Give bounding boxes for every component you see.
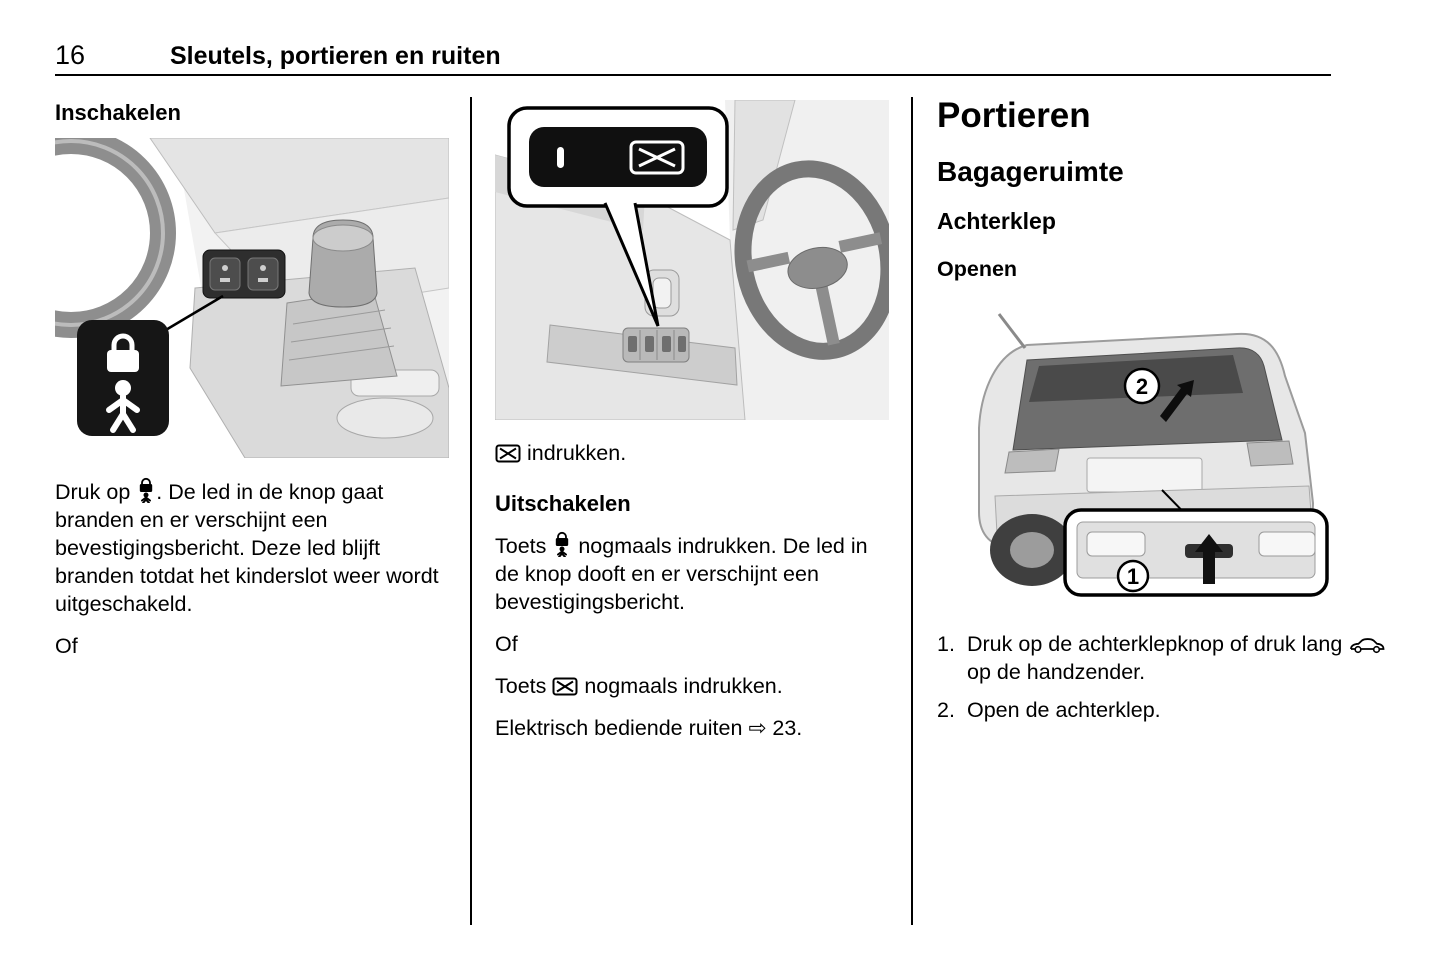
- license-lamp-right: [1258, 531, 1316, 557]
- paragraph-uitschakelen-1: Toets nogmaals indrukken. De led in de k…: [495, 531, 890, 616]
- para-text: Toets: [495, 674, 553, 698]
- tailgate-open-arrow-icon: [1160, 380, 1194, 422]
- paragraph-uitschakelen-2: Toets nogmaals indrukken.: [495, 672, 890, 700]
- label-1-text: 1: [1127, 564, 1139, 589]
- tailgate-button-inset: 1: [1063, 508, 1329, 597]
- step-text: Druk op de achterklepknop of druk lang o…: [967, 630, 1392, 686]
- step-2: 2. Open de achterklep.: [937, 696, 1392, 724]
- center-console-child-lock-illustration: [0, 128, 450, 463]
- license-plate-recess: [1086, 457, 1203, 493]
- column-inschakelen: Inschakelen: [0, 100, 450, 660]
- heading-achterklep: Achterklep: [937, 208, 1056, 234]
- para-text: Toets: [495, 534, 553, 558]
- tailgate-illustration-svg: 2 1: [978, 313, 1329, 597]
- header-rule: [55, 74, 1331, 76]
- step-list: 1. Druk op de achterklepknop of druk lan…: [937, 630, 1392, 724]
- step-text: Open de achterklep.: [967, 698, 1161, 722]
- antenna: [997, 313, 1027, 349]
- column-divider-1: [470, 97, 472, 925]
- steering-wheel-partial: [0, 128, 176, 338]
- callout-leader-line: [158, 294, 224, 336]
- steering-wheel: [734, 160, 898, 360]
- reference-page: 23.: [766, 716, 803, 740]
- tail-light-left: [1004, 448, 1060, 474]
- cupholder: [336, 397, 434, 439]
- para-text: nogmaals indrukken. De led in de knop do…: [495, 534, 868, 614]
- label-2-text: 2: [1136, 374, 1148, 399]
- car-remote-icon: [1348, 636, 1386, 654]
- reference-arrow-icon: ⇨: [748, 716, 767, 740]
- heading-portieren: Portieren: [937, 96, 1091, 135]
- heading-uitschakelen: Uitschakelen: [495, 491, 631, 516]
- license-lamp-left: [1086, 531, 1146, 557]
- door-illustration-svg: [494, 99, 898, 421]
- led-indicator-icon: [557, 147, 564, 168]
- child-lock-icon: [552, 531, 572, 558]
- window-disable-icon: [552, 677, 578, 696]
- cross-reference: Elektrisch bediende ruiten ⇨ 23.: [495, 714, 890, 742]
- para-text: . De led in de knop gaat branden en er v…: [55, 480, 439, 616]
- step-number: 2.: [937, 698, 955, 722]
- column-uitschakelen: indrukken. Uitschakelen Toets nogmaals i…: [494, 99, 898, 742]
- label-1-badge: [1116, 559, 1150, 593]
- para-text: indrukken.: [521, 441, 627, 465]
- press-instruction: indrukken.: [495, 439, 890, 467]
- door-window-switch-illustration: [494, 99, 898, 425]
- column-divider-2: [911, 97, 913, 925]
- page-title: Sleutels, portieren en ruiten: [170, 42, 501, 70]
- step-1: 1. Druk op de achterklepknop of druk lan…: [937, 630, 1392, 686]
- tail-light-right: [1246, 440, 1294, 467]
- label-2-badge: [1123, 367, 1161, 405]
- heading-inschakelen: Inschakelen: [55, 100, 181, 125]
- heading-openen: Openen: [937, 257, 1018, 281]
- child-lock-icon: [136, 477, 156, 504]
- press-up-arrow-icon: [1195, 534, 1223, 584]
- column-portieren: Portieren Bagageruimte Achterklep Openen: [937, 96, 1392, 724]
- paragraph-inschakelen: Druk op . De led in de knop gaat branden…: [55, 477, 449, 618]
- callout-pointer: [603, 202, 660, 327]
- para-text: Druk op: [55, 480, 137, 504]
- reference-text: Elektrisch bediende ruiten: [495, 716, 749, 740]
- window-disable-icon: [495, 444, 521, 463]
- window-disable-icon: [629, 140, 685, 175]
- heading-bagageruimte: Bagageruimte: [937, 156, 1124, 187]
- of-text: Of: [495, 632, 518, 656]
- para-text: nogmaals indrukken.: [578, 674, 783, 698]
- step-number: 1.: [937, 632, 955, 656]
- console-illustration-svg: [0, 128, 450, 459]
- page-number: 16: [55, 40, 86, 70]
- tailgate-open-illustration: 2 1: [937, 298, 1392, 608]
- of-text: Of: [55, 634, 78, 658]
- child-lock-badge-icon: [77, 320, 169, 436]
- window-disable-button-group: [529, 127, 707, 187]
